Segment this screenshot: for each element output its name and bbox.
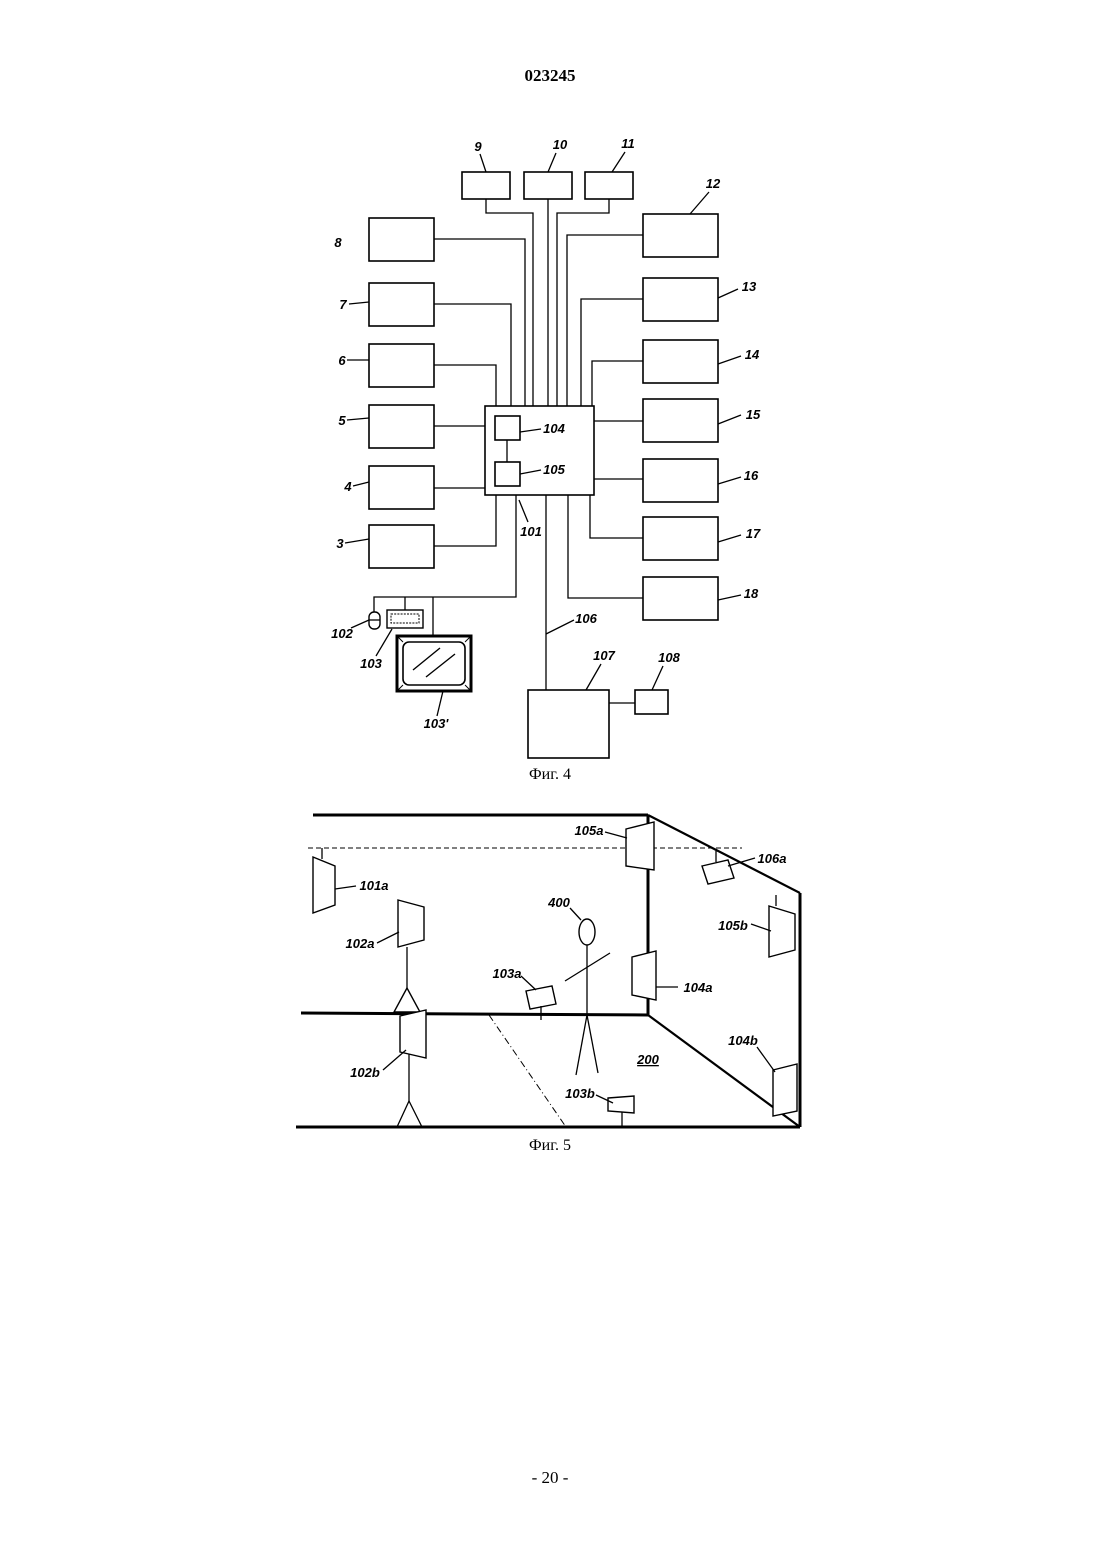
label-7: 7 xyxy=(339,297,347,312)
box-13 xyxy=(643,278,718,321)
fig5-room-diagram: 101a 102a 102b 103a 103b 104a 104b 105a … xyxy=(296,815,800,1154)
monitor-icon xyxy=(397,636,471,691)
fig5-caption: Фиг. 5 xyxy=(529,1137,571,1154)
label-105b: 105b xyxy=(718,918,748,933)
camera-103b xyxy=(608,1096,634,1113)
box-17 xyxy=(643,517,718,560)
fig4-block-diagram: 9 10 11 12 8 7 6 5 4 3 13 14 15 16 17 18… xyxy=(331,136,761,783)
label-person-400: 400 xyxy=(547,895,570,910)
box-12 xyxy=(643,214,718,257)
label-102: 102 xyxy=(331,626,353,641)
keyboard-icon xyxy=(387,610,423,628)
box-6 xyxy=(369,344,434,387)
label-104: 104 xyxy=(543,421,565,436)
label-17: 17 xyxy=(746,526,761,541)
label-105: 105 xyxy=(543,462,565,477)
camera-103a xyxy=(526,986,556,1009)
label-10: 10 xyxy=(553,137,568,152)
camera-104a xyxy=(632,951,656,1000)
label-104a: 104a xyxy=(684,980,713,995)
label-105a: 105a xyxy=(575,823,604,838)
box-10 xyxy=(524,172,572,199)
label-103b: 103b xyxy=(565,1086,595,1101)
label-108: 108 xyxy=(658,650,680,665)
box-9 xyxy=(462,172,510,199)
label-103-prime: 103' xyxy=(424,716,450,731)
label-104b: 104b xyxy=(728,1033,758,1048)
box-105 xyxy=(495,462,520,486)
label-103: 103 xyxy=(360,656,382,671)
camera-104b xyxy=(773,1064,797,1116)
label-107: 107 xyxy=(593,648,615,663)
fig4-caption: Фиг. 4 xyxy=(529,766,571,783)
tripod-102a xyxy=(394,988,420,1012)
camera-105a xyxy=(626,822,654,870)
box-14 xyxy=(643,340,718,383)
label-106: 106 xyxy=(575,611,597,626)
box-4 xyxy=(369,466,434,509)
label-zone-200: 200 xyxy=(636,1052,659,1067)
label-4: 4 xyxy=(343,479,352,494)
camera-105b xyxy=(769,906,795,957)
label-18: 18 xyxy=(744,586,759,601)
label-16: 16 xyxy=(744,468,759,483)
label-9: 9 xyxy=(474,139,482,154)
camera-102a xyxy=(398,900,424,947)
box-15 xyxy=(643,399,718,442)
label-13: 13 xyxy=(742,279,757,294)
label-106a: 106a xyxy=(758,851,787,866)
box-108 xyxy=(635,690,668,714)
box-16 xyxy=(643,459,718,502)
label-15: 15 xyxy=(746,407,761,422)
box-3 xyxy=(369,525,434,568)
label-8: 8 xyxy=(334,235,342,250)
label-102b: 102b xyxy=(350,1065,380,1080)
label-14: 14 xyxy=(745,347,760,362)
box-18 xyxy=(643,577,718,620)
box-11 xyxy=(585,172,633,199)
label-101a: 101a xyxy=(360,878,389,893)
box-8 xyxy=(369,218,434,261)
page-footer-number: - 20 - xyxy=(0,1468,1100,1488)
box-107 xyxy=(528,690,609,758)
camera-106a xyxy=(702,860,734,884)
label-11: 11 xyxy=(621,136,635,151)
camera-101a xyxy=(313,857,335,913)
label-5: 5 xyxy=(338,413,346,428)
label-102a: 102a xyxy=(346,936,375,951)
camera-102b xyxy=(400,1010,426,1058)
box-5 xyxy=(369,405,434,448)
label-3: 3 xyxy=(336,536,344,551)
box-7 xyxy=(369,283,434,326)
box-104 xyxy=(495,416,520,440)
label-103a: 103a xyxy=(493,966,522,981)
label-6: 6 xyxy=(338,353,346,368)
label-12: 12 xyxy=(706,176,721,191)
person-figure-400 xyxy=(565,919,610,1075)
label-101: 101 xyxy=(520,524,542,539)
